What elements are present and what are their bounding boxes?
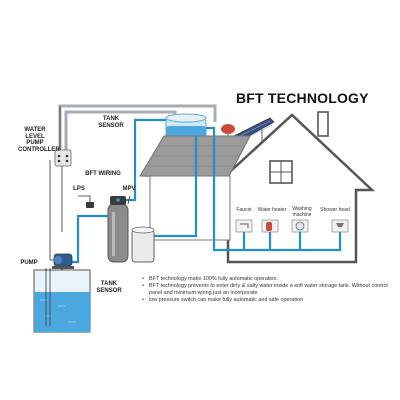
note-item: BFT technology make 100% fully automatic…: [142, 276, 392, 283]
washing-machine-label: Washing machine: [292, 206, 312, 218]
softener-filter-vessel: [107, 203, 129, 263]
appliance-shower-head: [331, 219, 349, 233]
pump: [52, 253, 74, 269]
controller-label: WATER LEVEL PUMP CONTROLLER: [18, 127, 60, 153]
multiport-valve: [110, 196, 126, 205]
bft-wiring-label: BFT WIRING: [85, 171, 121, 177]
tank-sensor-bottom-label: TANK SENSOR: [96, 281, 122, 294]
appliance-water-heater: [261, 219, 279, 233]
diagram-title: BFT TECHNOLOGY: [236, 90, 369, 106]
faucet-label: Faucet: [236, 207, 252, 213]
water-level-pump-controller: [54, 149, 72, 167]
appliance-faucet: [235, 219, 253, 233]
feature-notes: BFT technology make 100% fully automatic…: [142, 276, 392, 304]
mpv-label: MPV: [122, 186, 136, 192]
underground-water-tank: [33, 268, 91, 333]
water-pipe-network: [60, 118, 342, 295]
water-heater-label: Water heater: [257, 207, 287, 213]
low-pressure-switch: [86, 202, 94, 208]
shower-head-label: Shower head: [320, 207, 350, 213]
appliance-washing-machine: [291, 219, 309, 233]
house: [206, 111, 376, 264]
tank-sensor-top-label: TANK SENSOR: [98, 116, 124, 129]
brine-tank: [131, 226, 155, 263]
lps-label: LPS: [73, 186, 85, 192]
note-item: BFT technology prevents to enter dirty &…: [142, 283, 392, 297]
pump-label: PUMP: [20, 260, 38, 266]
note-item: low pressure switch can make fully autom…: [142, 297, 392, 304]
